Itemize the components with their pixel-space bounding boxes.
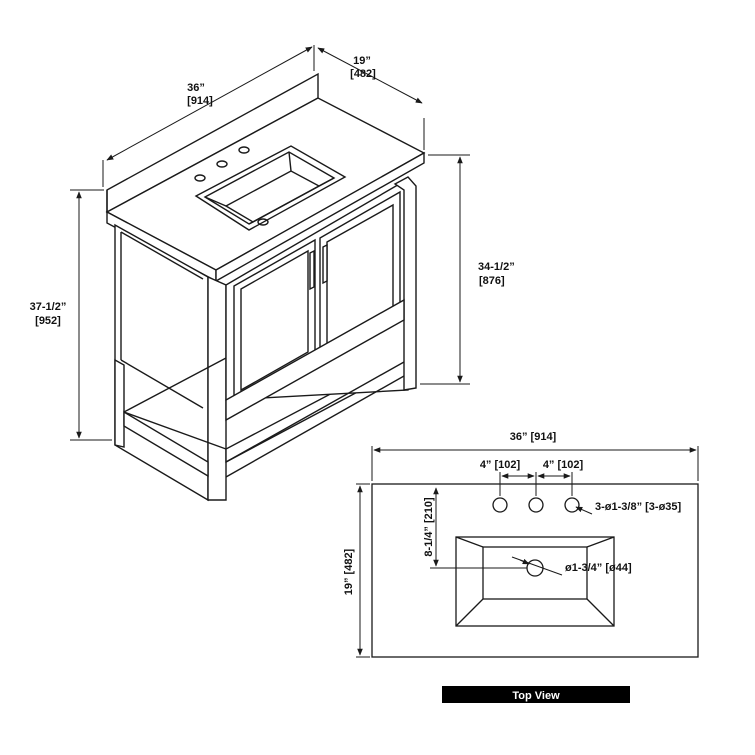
vanity-isometric xyxy=(105,72,426,502)
dim-depth-in: 19” xyxy=(353,55,371,67)
dim-height-in: 37-1/2” xyxy=(30,301,67,313)
top-dim-offset: 8-1/4” [210] xyxy=(423,497,435,557)
dim-depth-mm: [482] xyxy=(350,68,376,80)
dim-width-mm: [914] xyxy=(187,95,213,107)
dim-height-mm: [952] xyxy=(35,315,61,327)
front-leg-left xyxy=(207,275,227,501)
handle-left xyxy=(309,249,315,291)
top-dim-spacing-2: 4” [102] xyxy=(543,459,584,471)
top-dim-drain: ø1-3/4” [ø44] xyxy=(565,562,632,574)
top-dim-spacing-1: 4” [102] xyxy=(480,459,521,471)
dim-width-in: 36” xyxy=(187,82,205,94)
top-view-banner-label: Top View xyxy=(512,690,560,702)
top-view-banner xyxy=(442,686,630,703)
top-sink-basin xyxy=(455,536,615,627)
top-dim-depth: 19” [482] xyxy=(343,548,355,595)
lower-shelf xyxy=(123,410,209,478)
front-leg-right xyxy=(393,176,417,391)
top-dim-holes: 3-ø1-3/8” [3-ø35] xyxy=(595,501,682,513)
dim-counter-height-mm: [876] xyxy=(479,275,505,287)
handle-right xyxy=(322,243,328,285)
iso-dimensions xyxy=(70,45,470,441)
top-faucet-holes xyxy=(492,497,580,513)
countertop-outline xyxy=(371,483,699,658)
dim-counter-height-in: 34-1/2” xyxy=(478,261,515,273)
sink-basin xyxy=(194,145,347,231)
top-dim-width: 36” [914] xyxy=(510,431,557,443)
top-dimensions xyxy=(356,446,699,658)
top-view-drawing xyxy=(371,483,699,658)
